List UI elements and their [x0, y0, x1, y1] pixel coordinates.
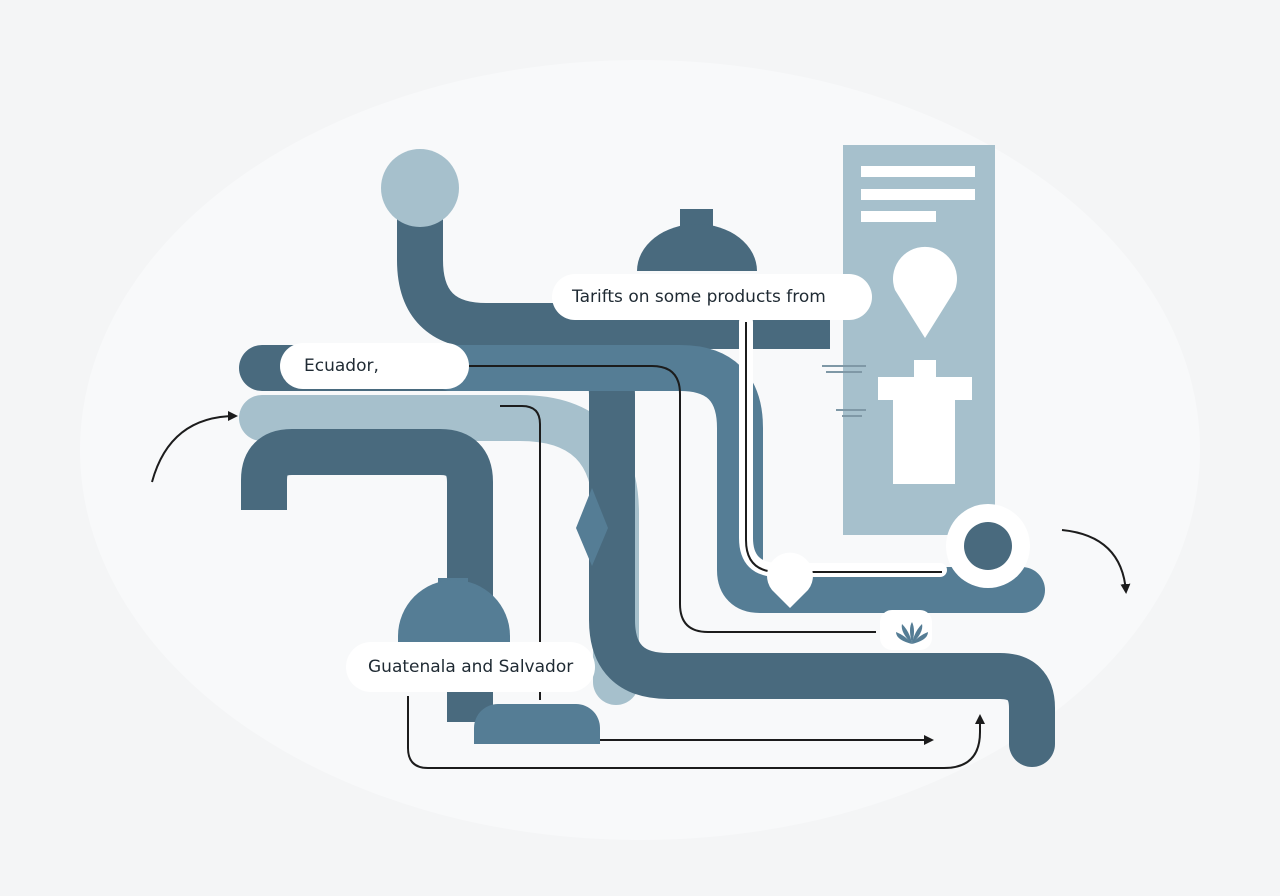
flow-line-guatemala [407, 696, 985, 769]
flow-line-ecuador [452, 365, 876, 633]
connector-node [964, 522, 1012, 570]
outgoing-arrow [1061, 529, 1131, 594]
top-vertical-pipe [397, 212, 830, 349]
document-line-1 [861, 166, 975, 177]
location-pin-icon [892, 246, 957, 338]
label-tariffs: Tarifts on some products from [552, 274, 872, 320]
document-line-3 [861, 211, 936, 222]
lower-left-pipe [241, 429, 493, 722]
dome-icon [637, 209, 757, 271]
label-guatemala-salvador: Guatenala and Salvador [346, 642, 596, 692]
diamond-icon [576, 488, 608, 566]
incoming-arrow [151, 411, 238, 483]
leaf-icon [880, 610, 932, 650]
label-ecuador: Ecuador, [280, 343, 469, 389]
small-pin-icon [767, 552, 813, 608]
document-card [843, 145, 995, 535]
bottle-icon [878, 360, 972, 484]
pot-icon [398, 578, 600, 744]
motion-lines [822, 365, 866, 417]
flow-line-inner [500, 405, 541, 700]
source-node-circle [381, 149, 459, 227]
document-line-2 [861, 189, 975, 200]
